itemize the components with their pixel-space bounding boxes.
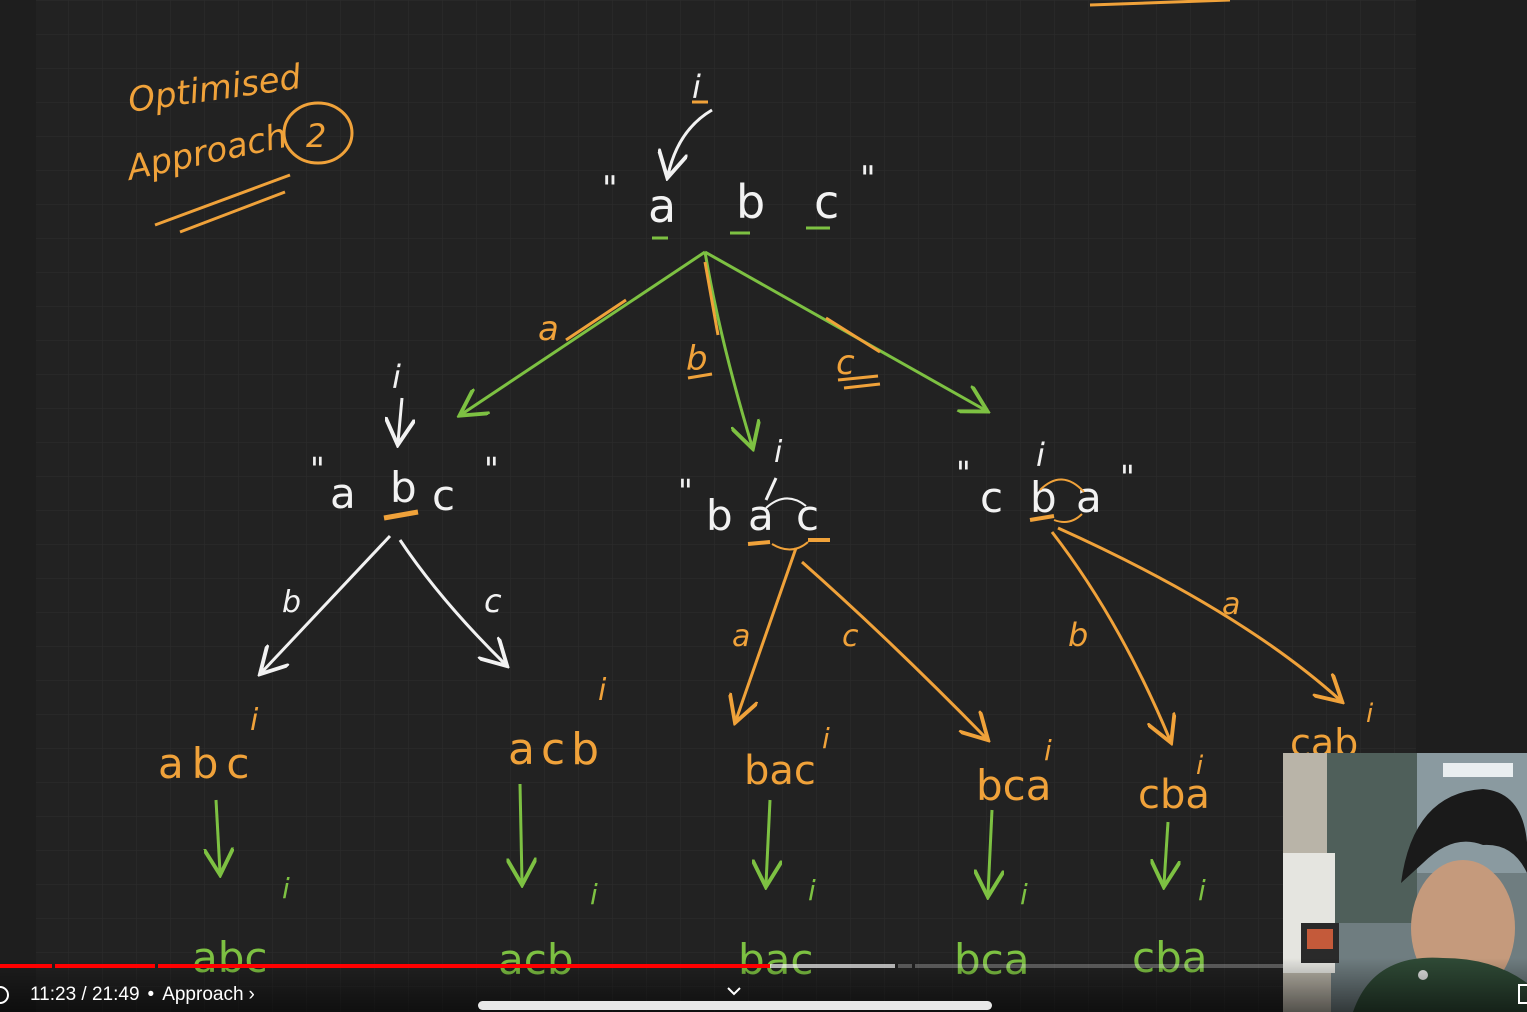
node-abc-char-c: c (432, 471, 455, 520)
play-icon[interactable] (0, 984, 10, 1006)
edge-label-a: a (538, 309, 559, 349)
chapter-marker (155, 964, 158, 968)
result-cba-pointer: i (1198, 874, 1206, 907)
progress-bar[interactable] (0, 964, 1283, 968)
scroll-handle[interactable] (478, 1001, 992, 1010)
edge-label-b: b (686, 339, 708, 379)
node-cba-close-quote: " (1120, 458, 1135, 496)
level1-edges: a b c (462, 250, 985, 446)
edge-label-ba-c: c (842, 619, 859, 654)
level1-node-bac: i " b a c (678, 435, 830, 551)
node-abc-close-quote: " (484, 450, 499, 488)
node-bac-pointer: i (774, 435, 783, 470)
leaf-cba-pointer: i (1196, 751, 1204, 781)
node-bac-char-c: c (796, 491, 819, 540)
leaf-cab-pointer: i (1366, 699, 1374, 729)
root-pointer: i (692, 68, 701, 106)
root-close-quote: " (860, 159, 876, 199)
leaf-abc-pointer: i (250, 703, 259, 738)
edge-label-c: c (836, 343, 855, 383)
root-open-quote: " (602, 169, 618, 209)
leaf-abc: abc (158, 739, 258, 788)
node-cba-char-c: c (980, 473, 1003, 522)
edge-label-ab-b: b (282, 585, 301, 620)
edge-label-ab-c: c (484, 582, 502, 620)
leaf-bca-pointer: i (1044, 734, 1052, 767)
leaf-bca: bca (976, 761, 1052, 810)
edge-label-cb-b: b (1068, 616, 1088, 654)
leaf-cba: cba (1138, 772, 1210, 818)
leaf-bac-pointer: i (822, 722, 830, 755)
edge-label-cb-a: a (1222, 587, 1240, 622)
node-abc-char-b: b (390, 463, 417, 512)
level2-edges: b c a c b a (262, 526, 1340, 740)
chapter-title[interactable]: Approach (162, 984, 244, 1005)
chapter-marker (912, 964, 915, 968)
root-char-b: b (736, 175, 765, 229)
chapter-chevron-icon[interactable]: › (248, 984, 255, 1005)
result-bca-pointer: i (1020, 878, 1028, 911)
node-abc-pointer: i (392, 358, 401, 396)
node-bac-open-quote: " (678, 472, 693, 510)
node-bac-char-b: b (706, 491, 733, 540)
chapter-marker (895, 964, 898, 968)
result-abc-pointer: i (282, 872, 290, 905)
node-bac-char-a: a (748, 491, 774, 540)
root-char-a: a (648, 179, 676, 233)
level1-node-cba: i " c b a " (956, 436, 1135, 523)
time-display-row: 11:23 / 21:49 • Approach › (0, 982, 255, 1008)
result-acb-pointer: i (590, 878, 598, 911)
root-char-c: c (814, 175, 839, 229)
node-abc-open-quote: " (310, 450, 325, 488)
leaf-bac: bac (744, 748, 816, 794)
fullscreen-icon[interactable] (1518, 984, 1527, 1004)
result-arrows (216, 783, 1168, 894)
chapter-marker (52, 964, 55, 968)
edge-label-ba-a: a (732, 619, 750, 654)
chevron-down-icon[interactable] (724, 982, 744, 1000)
progress-played (0, 964, 770, 968)
level2-nodes: i abc i acb i bac i bca i cba i cab (158, 673, 1374, 818)
result-bac-pointer: i (808, 874, 816, 907)
level1-node-abc: i " a b c " (310, 358, 499, 521)
title-number: 2 (306, 117, 326, 155)
separator-dot: • (147, 984, 155, 1005)
node-abc-char-a: a (330, 469, 356, 518)
leaf-acb-pointer: i (598, 673, 607, 708)
node-cba-pointer: i (1036, 436, 1045, 474)
node-cba-open-quote: " (956, 454, 971, 492)
time-display: 11:23 / 21:49 (30, 984, 140, 1005)
root-node: i " a b c " (602, 68, 876, 240)
node-cba-char-a: a (1076, 473, 1102, 522)
leaf-acb: acb (508, 724, 605, 775)
